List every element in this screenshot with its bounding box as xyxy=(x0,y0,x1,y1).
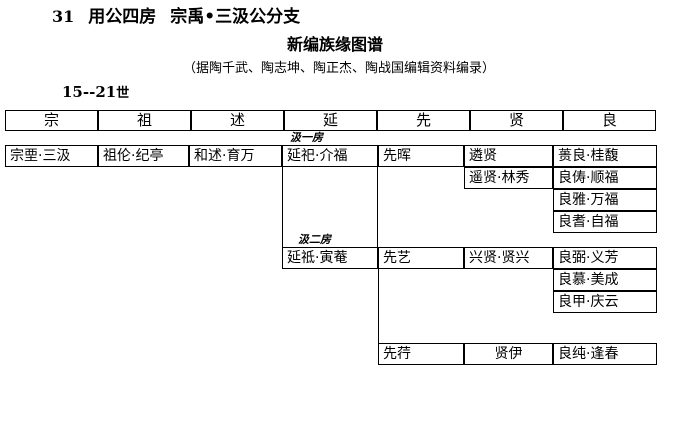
connector-xian xyxy=(378,313,464,343)
document-subtitle: 新编族缘图谱 xyxy=(286,35,383,54)
table-row: 良耆·自福 xyxy=(5,211,685,233)
connector-xian2 xyxy=(464,269,553,291)
cell-liang: 良甲·庆云 xyxy=(553,291,657,313)
table-row: 良甲·庆云 xyxy=(5,291,685,313)
cell-zu: 祖伦·纪亭 xyxy=(98,145,189,167)
connector-xian2 xyxy=(464,211,553,233)
page-title: 31 用公四房宗禹•三汲公分支 xyxy=(0,0,690,28)
table-row: 良慕·美成 xyxy=(5,269,685,291)
cell-xian: 先荇 xyxy=(378,343,464,365)
column-header-yan: 延 xyxy=(284,110,377,131)
connector-yan xyxy=(282,167,378,189)
connector-xian xyxy=(378,167,464,189)
column-header-zong: 宗 xyxy=(5,110,98,131)
cell-xian2: 贤伊 xyxy=(464,343,553,365)
generation-range: 15--21 xyxy=(62,83,117,101)
connector-xian xyxy=(378,211,464,233)
cell-liang: 蒉良·桂馥 xyxy=(553,145,657,167)
cell-xian: 先晖 xyxy=(378,145,464,167)
genealogy-chart: 宗 祖 述 延 先 贤 良 汲一房 宗垔·三汲 祖伦·纪亭 和述·育万 延祀·介… xyxy=(5,110,685,365)
connector-xian xyxy=(378,269,464,291)
cell-xian2: 遥贤·林秀 xyxy=(464,167,553,189)
cell-liang: 良耆·自福 xyxy=(553,211,657,233)
connector-xian2 xyxy=(464,291,553,313)
branch-marker-1: 汲一房 xyxy=(290,131,323,144)
cell-shu: 和述·育万 xyxy=(189,145,282,167)
branch-marker-2: 汲二房 xyxy=(298,233,331,246)
column-header-xian: 先 xyxy=(377,110,470,131)
connector-yan xyxy=(282,211,378,233)
column-header-liang: 良 xyxy=(563,110,656,131)
connector-yan xyxy=(282,291,378,313)
cell-liang: 良弼·义芳 xyxy=(553,247,657,269)
cell-yan: 延祗·寅菴 xyxy=(282,247,378,269)
connector-yan xyxy=(282,189,378,211)
cell-zong: 宗垔·三汲 xyxy=(5,145,98,167)
connector-xian2 xyxy=(464,189,553,211)
branch-marker-row-1: 汲一房 xyxy=(5,131,685,145)
cell-liang: 良雅·万福 xyxy=(553,189,657,211)
table-row: 延祗·寅菴 先艺 兴贤·贤兴 良弼·义芳 xyxy=(5,247,685,269)
branch-marker-row-2: 汲二房 xyxy=(5,233,685,247)
connector-xian xyxy=(378,291,464,313)
table-row: 良雅·万福 xyxy=(5,189,685,211)
connector-yan xyxy=(282,269,378,291)
connector-gap-row xyxy=(5,313,685,343)
generation-label: 15--21世 xyxy=(0,77,690,103)
table-row: 先荇 贤伊 良纯·逢春 xyxy=(5,343,685,365)
connector-yan xyxy=(282,313,378,343)
cell-xian2: 兴贤·贤兴 xyxy=(464,247,553,269)
title-sub: 宗禹•三汲公分支 xyxy=(170,7,301,27)
table-row: 遥贤·林秀 良俦·顺福 xyxy=(5,167,685,189)
cell-liang: 良俦·顺福 xyxy=(553,167,657,189)
column-header-xian2: 贤 xyxy=(470,110,563,131)
column-header-shu: 述 xyxy=(191,110,284,131)
title-main: 用公四房 xyxy=(88,7,157,27)
cell-liang: 良慕·美成 xyxy=(553,269,657,291)
connector-yan xyxy=(282,233,378,247)
cell-liang: 良纯·逢春 xyxy=(553,343,657,365)
column-header-zu: 祖 xyxy=(98,110,191,131)
cell-xian2: 遴贤 xyxy=(464,145,553,167)
cell-xian: 先艺 xyxy=(378,247,464,269)
source-note: （据陶千武、陶志坤、陶正杰、陶战国编辑资料编录） xyxy=(182,61,495,76)
generation-unit: 世 xyxy=(116,86,130,101)
connector-xian xyxy=(378,189,464,211)
cell-yan: 延祀·介福 xyxy=(282,145,378,167)
table-header-row: 宗 祖 述 延 先 贤 良 xyxy=(5,110,685,131)
section-number: 31 xyxy=(52,7,75,26)
table-row: 宗垔·三汲 祖伦·纪亭 和述·育万 延祀·介福 先晖 遴贤 蒉良·桂馥 xyxy=(5,145,685,167)
